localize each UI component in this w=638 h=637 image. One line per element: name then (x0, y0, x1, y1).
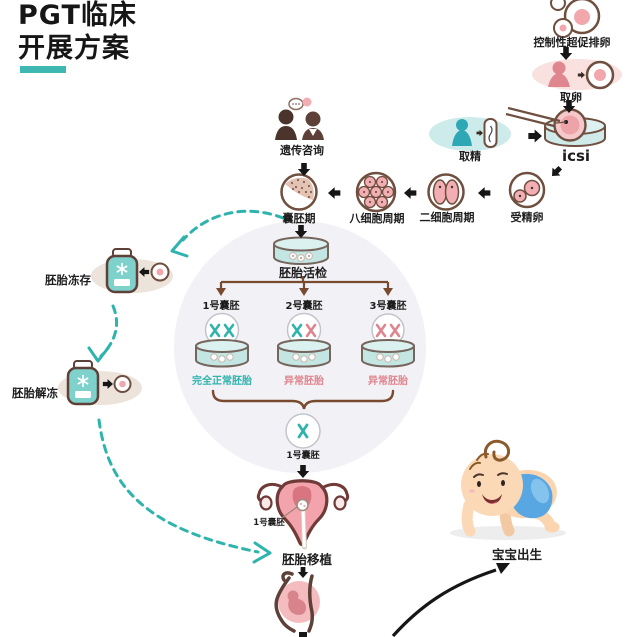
follicles-icon (550, 0, 601, 38)
label-biopsy: 胚胎活检 (278, 266, 328, 280)
embryo-thawing-icon (58, 360, 142, 406)
patient-icon (278, 109, 294, 125)
woman-icon (552, 61, 566, 75)
label-transfer: 胚胎移植 (281, 552, 333, 567)
label-embryo2-result: 异常胚胎 (284, 376, 324, 387)
biopsy-branch-lines (216, 276, 393, 296)
man-icon (456, 119, 468, 131)
label-embryo1-result: 完全正常胚胎 (192, 376, 252, 387)
label-thaw: 胚胎解冻 (12, 386, 58, 400)
label-freeze: 胚胎冻存 (45, 273, 91, 287)
label-transfer-tag: 1号囊胚 (253, 518, 285, 528)
fertilized-egg-icon (508, 171, 546, 209)
snowflake-icon (77, 375, 89, 387)
genetic-counseling-icon (275, 97, 324, 140)
title-line1: PGT临床 (18, 0, 137, 31)
label-fertilized-egg: 受精卵 (510, 211, 544, 224)
uterus-icon (256, 479, 350, 550)
frozen-path-arrows (87, 209, 285, 564)
label-embryo3-result: 异常胚胎 (368, 376, 408, 387)
transferred-embryo-icon (296, 498, 309, 512)
label-embryo3-name: 3号囊胚 (369, 301, 407, 312)
two-cell-icon (427, 173, 465, 211)
sperm-retrieval-icon (429, 117, 511, 151)
page-title: PGT临床 开展方案 (18, 0, 137, 66)
label-genetic-counseling: 遗传咨询 (280, 144, 324, 157)
snowflake-icon (116, 263, 128, 275)
culture-dishes-icons (195, 339, 415, 368)
blastocyst-icon (280, 173, 318, 211)
label-two-cell: 二细胞周期 (419, 211, 475, 224)
label-sperm-retrieval: 取精 (459, 150, 481, 163)
label-egg-retrieval: 取卵 (560, 91, 582, 104)
label-eight-cell: 八细胞周期 (349, 212, 405, 225)
eight-cell-icon (355, 171, 397, 213)
ovary-icon (259, 495, 273, 511)
title-accent-bar (20, 66, 66, 73)
icsi-icon (505, 106, 606, 147)
pregnancy-icon (274, 571, 320, 633)
label-stimulation: 控制性超促排卵 (533, 36, 611, 49)
title-line2: 开展方案 (18, 32, 130, 64)
hair-curl-icon (483, 439, 510, 462)
embryo-freezing-icon (91, 248, 173, 294)
egg-retrieval-icon (532, 59, 622, 90)
label-birth: 宝宝出生 (491, 547, 543, 562)
tag-pointer-line (281, 506, 298, 519)
label-blastocyst: 囊胚期 (282, 212, 316, 225)
ovary-icon (333, 495, 347, 511)
biopsy-dish-icon (273, 236, 329, 265)
label-embryo2-name: 2号囊胚 (285, 301, 323, 312)
label-embryo1-name: 1号囊胚 (202, 301, 240, 312)
converge-brace (211, 389, 395, 410)
counselor-icon (305, 111, 321, 127)
label-icsi: icsi (561, 147, 591, 165)
label-selected-embryo: 1号囊胚 (286, 451, 320, 461)
birth-arrow (391, 563, 510, 637)
speech-bubble-icon (302, 97, 312, 107)
flow-arrows (294, 47, 576, 637)
injection-needle-icon (505, 106, 561, 128)
selected-embryo-icon (285, 413, 321, 449)
baby-icon (450, 439, 566, 540)
